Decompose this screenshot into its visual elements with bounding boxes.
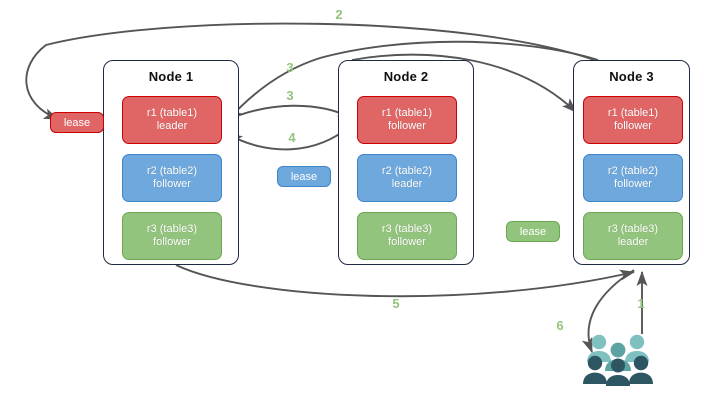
node-3-replica-r2[interactable]: r2 (table2) follower bbox=[583, 154, 683, 202]
step-label-1: 1 bbox=[637, 296, 645, 311]
users-icon bbox=[583, 334, 653, 386]
node-2-replica-r3-role: follower bbox=[388, 236, 426, 248]
step-label-3b: 3 bbox=[286, 88, 294, 103]
node-2-replica-r3[interactable]: r3 (table3) follower bbox=[357, 212, 457, 260]
node-3[interactable]: Node 3 r1 (table1) follower r2 (table2) … bbox=[573, 60, 690, 265]
step-label-3a: 3 bbox=[286, 60, 294, 75]
node-3-replica-r1-name: r1 (table1) bbox=[607, 106, 659, 119]
node-2[interactable]: Node 2 r1 (table1) follower r2 (table2) … bbox=[338, 60, 474, 265]
node-1-replica-r3-name: r3 (table3) bbox=[146, 222, 198, 235]
arrow-step-3-upper bbox=[227, 40, 599, 121]
step-label-6: 6 bbox=[556, 318, 564, 333]
node-3-replica-r3-name: r3 (table3) bbox=[607, 222, 659, 235]
lease-badge-r1[interactable]: lease bbox=[50, 112, 104, 133]
arrow-to-node3-r1 bbox=[351, 53, 577, 113]
node-1-replica-r2-role: follower bbox=[153, 178, 191, 190]
node-3-title: Node 3 bbox=[609, 69, 654, 84]
node-3-replica-r3-role: leader bbox=[617, 236, 649, 248]
lease-badge-r3[interactable]: lease bbox=[506, 221, 560, 242]
node-2-replica-r2[interactable]: r2 (table2) leader bbox=[357, 154, 457, 202]
arrow-step-3-lens bbox=[221, 104, 354, 123]
node-3-replica-r3[interactable]: r3 (table3) leader bbox=[583, 212, 683, 260]
step-label-5: 5 bbox=[392, 296, 400, 311]
node-1-replica-r3[interactable]: r3 (table3) follower bbox=[122, 212, 222, 260]
node-1-replica-r3-role: follower bbox=[153, 236, 191, 248]
node-1-replica-r1-role: leader bbox=[156, 120, 188, 132]
node-2-replica-r1[interactable]: r1 (table1) follower bbox=[357, 96, 457, 144]
node-1-title: Node 1 bbox=[148, 69, 194, 84]
step-label-2: 2 bbox=[335, 7, 343, 22]
node-2-replica-r1-role: follower bbox=[388, 120, 426, 132]
node-3-replica-r1[interactable]: r1 (table1) follower bbox=[583, 96, 683, 144]
node-1-replica-r2-name: r2 (table2) bbox=[146, 164, 198, 177]
arrow-step-6 bbox=[581, 269, 635, 354]
node-2-title: Node 2 bbox=[383, 69, 429, 84]
node-1-replica-r1-name: r1 (table1) bbox=[146, 106, 198, 119]
step-label-4: 4 bbox=[288, 130, 296, 145]
node-1-replica-r1[interactable]: r1 (table1) leader bbox=[122, 96, 222, 144]
arrow-step-5 bbox=[175, 264, 636, 298]
lease-badge-r2[interactable]: lease bbox=[277, 166, 331, 187]
node-2-replica-r2-role: leader bbox=[391, 178, 423, 190]
node-1-replica-r2[interactable]: r2 (table2) follower bbox=[122, 154, 222, 202]
arrow-step-2 bbox=[25, 22, 601, 120]
node-2-replica-r1-name: r1 (table1) bbox=[381, 106, 433, 119]
node-3-replica-r2-role: follower bbox=[614, 178, 652, 190]
node-2-replica-r3-name: r3 (table3) bbox=[381, 222, 433, 235]
node-3-replica-r1-role: follower bbox=[614, 120, 652, 132]
node-3-replica-r2-name: r2 (table2) bbox=[607, 164, 659, 177]
node-2-replica-r2-name: r2 (table2) bbox=[381, 164, 433, 177]
node-1[interactable]: Node 1 r1 (table1) leader r2 (table2) fo… bbox=[103, 60, 239, 265]
